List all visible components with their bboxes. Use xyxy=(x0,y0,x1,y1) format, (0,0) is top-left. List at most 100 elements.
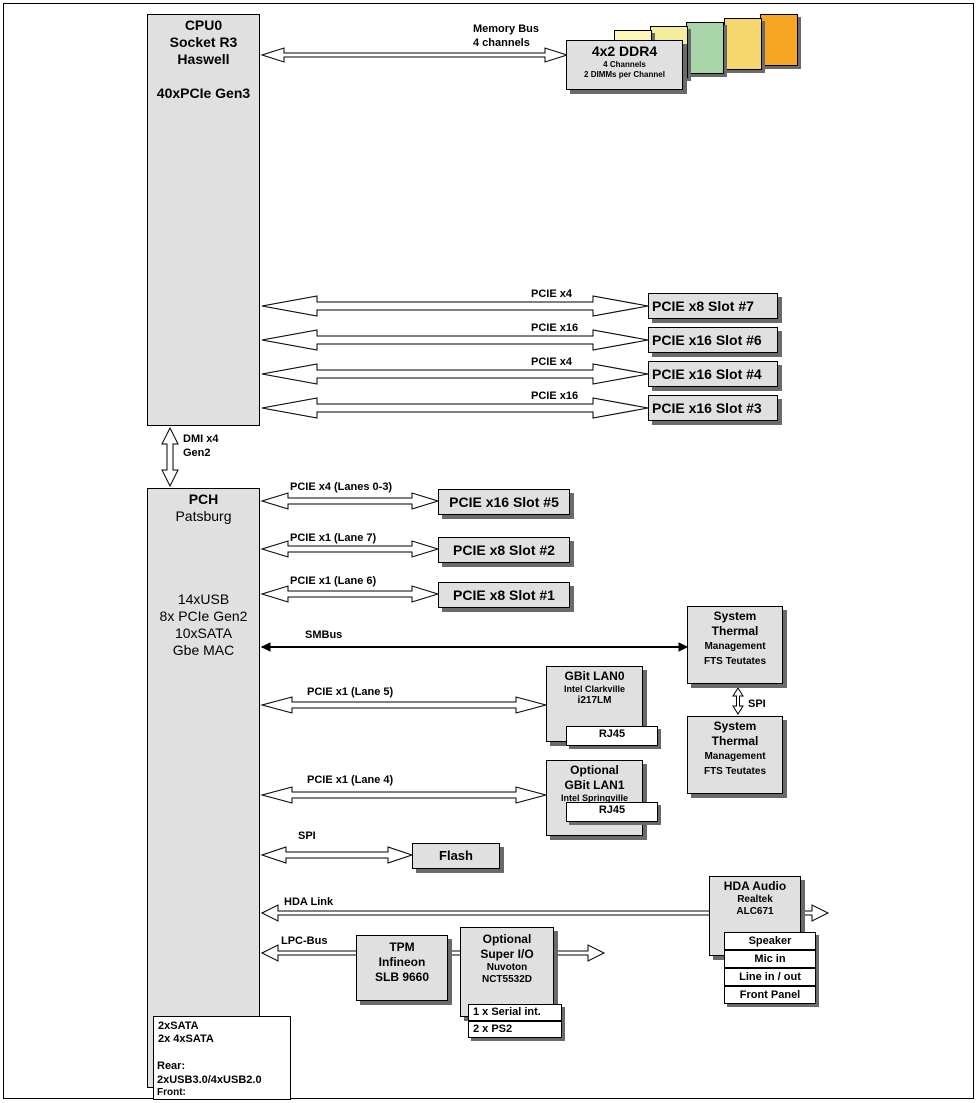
pcie-slot-4: PCIE x16 Slot #4 xyxy=(648,361,778,387)
sata-box: 2xSATA 2x 4xSATA xyxy=(153,1016,291,1100)
thermal2-line4: FTS Teutates xyxy=(703,766,767,777)
hda-audio-vendor: Realtek xyxy=(737,894,773,905)
super-io-optional: Optional xyxy=(482,932,532,946)
cpu-link-label-3: PCIE x4 xyxy=(531,356,572,368)
memory-channels-label: 4 channels xyxy=(473,37,530,49)
flash-block: Flash xyxy=(412,843,500,869)
smbus-arrowhead-left xyxy=(260,642,271,652)
pch-pcie: 8x PCIe Gen2 xyxy=(159,608,248,624)
dimm-module xyxy=(686,22,724,74)
audio-port-mic-in: Mic in xyxy=(724,950,816,968)
dimm-module xyxy=(760,14,798,66)
sata-line1: 2xSATA xyxy=(158,1020,199,1032)
dimm-module xyxy=(724,18,762,70)
hda-audio-model: ALC671 xyxy=(736,906,774,917)
lan1-rj45: RJ45 xyxy=(566,802,658,822)
pcie-slot-7: PCIE x8 Slot #7 xyxy=(648,293,778,319)
pch-block: PCH Patsburg 14xUSB 8x PCIe Gen2 10xSATA… xyxy=(147,488,260,1088)
pch-link-label-3: PCIE x1 (Lane 6) xyxy=(290,575,377,587)
tpm-block: TPM Infineon SLB 9660 xyxy=(356,935,448,1001)
ddr4-title: 4x2 DDR4 xyxy=(591,43,658,59)
pch-usb: 14xUSB xyxy=(177,591,230,607)
tpm-vendor: Infineon xyxy=(378,955,426,969)
hda-audio-title: HDA Audio xyxy=(723,879,787,893)
cpu-pcie-arrow-slot4 xyxy=(261,363,649,385)
memory-bus-arrow xyxy=(260,47,569,63)
tpm-model: SLB 9660 xyxy=(374,970,430,984)
thermal2-line2: Thermal xyxy=(711,734,759,748)
thermal1-line3: Management xyxy=(704,641,766,652)
flash-spi-arrow xyxy=(260,846,414,864)
pch-pcie-arrow-slot5 xyxy=(260,492,440,510)
lan0-vendor: Intel Clarkville xyxy=(563,684,626,694)
thermal1-line1: System xyxy=(713,609,757,623)
usb-front-label: Front: xyxy=(157,1087,186,1098)
dmi-arrow xyxy=(161,426,179,488)
cpu-pcie-arrow-slot6 xyxy=(261,329,649,351)
super-io-ps2-port: 2 x PS2 xyxy=(468,1021,562,1038)
hda-link-arrow xyxy=(260,904,830,922)
smbus-label: SMBus xyxy=(305,629,343,641)
cpu-link-label-2: PCIE x16 xyxy=(531,322,579,334)
sata-line2: 2x 4xSATA xyxy=(158,1033,214,1045)
lan1-link-label: PCIE x1 (Lane 4) xyxy=(307,774,394,786)
cpu-arch: Haswell xyxy=(177,51,230,67)
usb-rear-label: Rear: xyxy=(157,1060,186,1072)
flash-spi-label: SPI xyxy=(298,830,316,842)
pch-pcie-arrow-slot1 xyxy=(260,585,440,603)
super-io-title: Super I/O xyxy=(480,947,534,961)
audio-port-line-in-out: Line in / out xyxy=(724,968,816,986)
tpm-title: TPM xyxy=(389,940,415,954)
pcie-slot-5: PCIE x16 Slot #5 xyxy=(438,489,570,515)
cpu-link-label-4: PCIE x16 xyxy=(531,390,579,402)
super-io-vendor: Nuvoton xyxy=(486,962,528,973)
cpu-title: CPU0 xyxy=(184,17,223,33)
lan1-block: Optional GBit LAN1 Intel Springville i27… xyxy=(546,760,643,836)
ddr4-block: 4x2 DDR4 4 Channels 2 DIMMs per Channel xyxy=(566,40,683,90)
lan0-arrow xyxy=(260,696,548,714)
pch-link-label-1: PCIE x4 (Lanes 0-3) xyxy=(290,481,393,493)
cpu-link-label-1: PCIE x4 xyxy=(531,288,572,300)
lan0-model: i217LM xyxy=(577,695,612,706)
lan1-arrow xyxy=(260,786,548,804)
usb-rear-ports: 2xUSB3.0/4xUSB2.0 xyxy=(157,1074,262,1086)
lan1-title: GBit LAN1 xyxy=(564,778,625,792)
lan1-optional: Optional xyxy=(570,763,619,777)
lan0-link-label: PCIE x1 (Lane 5) xyxy=(307,686,394,698)
thermal-management-2: System Thermal Management FTS Teutates xyxy=(687,716,783,794)
ddr4-dimms: 2 DIMMs per Channel xyxy=(584,70,665,79)
thermal-spi-arrow xyxy=(732,687,744,715)
diagram-frame xyxy=(3,3,974,1099)
memory-bus-label: Memory Bus xyxy=(473,23,540,35)
ddr4-channels: 4 Channels xyxy=(603,60,646,69)
audio-port-front-panel: Front Panel xyxy=(724,986,816,1004)
audio-port-speaker: Speaker xyxy=(724,932,816,950)
thermal1-line2: Thermal xyxy=(711,624,759,638)
lpc-bus-label: LPC-Bus xyxy=(281,935,328,947)
pcie-slot-1: PCIE x8 Slot #1 xyxy=(438,582,570,608)
super-io-model: NCT5532D xyxy=(481,974,533,985)
super-io-block: Optional Super I/O Nuvoton NCT5532D xyxy=(460,927,554,1017)
lan0-title: GBit LAN0 xyxy=(564,669,625,683)
lan1-vendor: Intel Springville xyxy=(560,793,628,803)
cpu-pcie-arrow-slot7 xyxy=(261,295,649,317)
cpu-block: CPU0 Socket R3 Haswell 40xPCIe Gen3 xyxy=(147,14,260,426)
dmi-gen-label: Gen2 xyxy=(183,447,211,459)
pch-title: PCH xyxy=(188,491,219,507)
cpu-socket: Socket R3 xyxy=(169,34,238,50)
pch-chipset: Patsburg xyxy=(175,508,232,524)
pch-link-label-2: PCIE x1 (Lane 7) xyxy=(290,532,377,544)
cpu-pcie-arrow-slot3 xyxy=(261,397,649,419)
pch-sata: 10xSATA xyxy=(174,625,233,641)
pcie-slot-3: PCIE x16 Slot #3 xyxy=(648,395,778,421)
super-io-serial-port: 1 x Serial int. xyxy=(468,1004,562,1021)
thermal-spi-label: SPI xyxy=(748,698,766,710)
thermal-management-1: System Thermal Management FTS Teutates xyxy=(687,606,783,684)
thermal2-line3: Management xyxy=(704,751,766,762)
cpu-pcie-lanes: 40xPCIe Gen3 xyxy=(156,85,251,101)
thermal2-line1: System xyxy=(713,719,757,733)
pcie-slot-2: PCIE x8 Slot #2 xyxy=(438,537,570,563)
pch-gbe: Gbe MAC xyxy=(172,642,235,658)
smbus-arrowhead-right xyxy=(678,642,689,652)
thermal1-line4: FTS Teutates xyxy=(703,656,767,667)
